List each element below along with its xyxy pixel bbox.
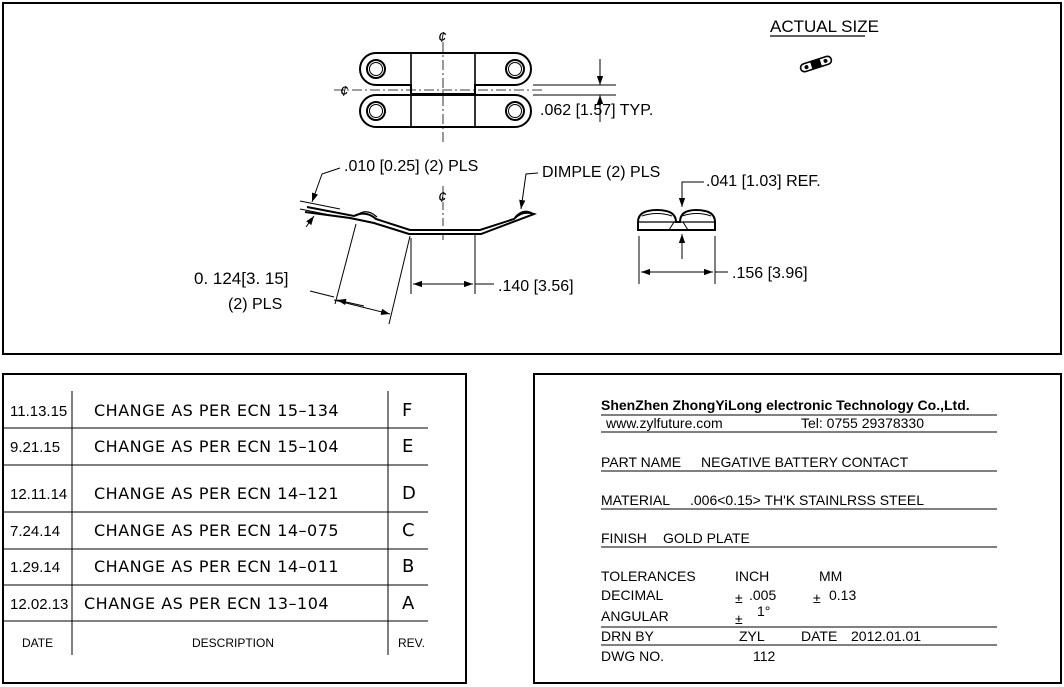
actual-size-part	[799, 55, 833, 73]
end-view	[637, 181, 728, 284]
actual-size-label: ACTUAL SIZE	[770, 17, 879, 36]
decimal-inch-value: .005	[749, 587, 776, 603]
revision-description: CHANGE AS PER ECN 13–104	[84, 594, 329, 613]
ref-dimension-label: .041 [1.03] REF.	[706, 173, 821, 190]
thickness-label: .062 [1.57] TYP.	[540, 102, 653, 119]
revision-description: CHANGE AS PER ECN 14–121	[94, 484, 339, 503]
part-name-value: NEGATIVE BATTERY CONTACT	[701, 454, 909, 470]
title-block: ShenZhen ZhongYiLong electronic Technolo…	[533, 373, 1062, 684]
revision-description: CHANGE AS PER ECN 14–011	[94, 557, 339, 576]
revision-letter: D	[402, 483, 416, 504]
dimple-height-label: .010 [0.25] (2) PLS	[344, 158, 478, 175]
technical-drawing: ACTUAL SIZE ¢	[194, 17, 879, 325]
revision-description: CHANGE AS PER ECN 14–075	[94, 521, 339, 540]
centerline-symbol-left: ¢	[340, 83, 348, 100]
company-name: ShenZhen ZhongYiLong electronic Technolo…	[601, 397, 970, 413]
website: www.zylfuture.com	[605, 415, 723, 431]
plus-minus-icon: ±	[735, 611, 743, 627]
inch-label: INCH	[735, 568, 769, 584]
part-name-label: PART NAME	[601, 454, 681, 470]
revision-table: 11.13.15 CHANGE AS PER ECN 15–134 F 9.21…	[2, 373, 467, 684]
finish-label: FINISH	[601, 530, 647, 546]
angular-label: ANGULAR	[601, 608, 669, 624]
revision-row: 7.24.14 CHANGE AS PER ECN 14–075 C	[10, 520, 415, 541]
overall-width-label: .156 [3.96]	[732, 265, 808, 282]
material-value: .006<0.15> TH'K STAINLRSS STEEL	[690, 492, 924, 508]
revision-letter: E	[402, 436, 413, 457]
revision-row: 12.02.13 CHANGE AS PER ECN 13–104 A	[10, 593, 415, 614]
header-description: DESCRIPTION	[192, 636, 274, 650]
thickness-dimension	[533, 59, 616, 122]
centerline-symbol-side: ¢	[438, 189, 446, 206]
decimal-mm-value: 0.13	[829, 587, 856, 603]
top-view	[334, 42, 544, 144]
material-label: MATERIAL	[601, 492, 670, 508]
date-label: DATE	[801, 628, 837, 644]
revision-description: CHANGE AS PER ECN 15–134	[94, 401, 339, 420]
drn-by-label: DRN BY	[601, 628, 655, 644]
revision-letter: C	[402, 520, 415, 541]
revision-description: CHANGE AS PER ECN 15–104	[94, 437, 339, 456]
drn-by-value: ZYL	[739, 628, 765, 644]
side-view	[299, 167, 539, 325]
revision-date: 11.13.15	[10, 403, 67, 420]
revision-letter: B	[402, 556, 414, 577]
revision-letter: A	[402, 593, 415, 614]
dwg-no-label: DWG NO.	[601, 648, 664, 664]
plus-minus-icon: ±	[813, 590, 821, 606]
revision-date: 9.21.15	[10, 439, 60, 456]
telephone: Tel: 0755 29378330	[801, 415, 924, 431]
header-date: DATE	[22, 636, 53, 650]
revision-date: 12.11.14	[10, 486, 67, 503]
centerline-symbol-top: ¢	[438, 29, 446, 46]
revision-letter: F	[402, 400, 412, 421]
title-block-grid: ShenZhen ZhongYiLong electronic Technolo…	[601, 397, 997, 664]
angular-value: 1°	[757, 603, 770, 619]
revision-row: 9.21.15 CHANGE AS PER ECN 15–104 E	[10, 436, 413, 457]
angle-dimension-sub: (2) PLS	[228, 296, 282, 313]
angle-dimension-label: 0. 124[3. 15]	[194, 269, 289, 288]
drawing-frame: ACTUAL SIZE ¢	[2, 2, 1062, 355]
header-rev: REV.	[398, 636, 425, 650]
plus-minus-icon: ±	[735, 590, 743, 606]
revision-row: 11.13.15 CHANGE AS PER ECN 15–134 F	[10, 400, 412, 421]
dimple-label: DIMPLE (2) PLS	[542, 164, 660, 181]
revision-date: 7.24.14	[10, 523, 60, 540]
center-width-label: .140 [3.56]	[498, 278, 574, 295]
finish-value: GOLD PLATE	[663, 530, 750, 546]
revision-date: 1.29.14	[10, 559, 60, 576]
revision-date: 12.02.13	[10, 596, 68, 613]
dwg-no-value: 112	[753, 648, 776, 664]
date-value: 2012.01.01	[851, 628, 921, 644]
revision-table-grid: 11.13.15 CHANGE AS PER ECN 15–134 F 9.21…	[4, 391, 428, 655]
revision-row: 1.29.14 CHANGE AS PER ECN 14–011 B	[10, 556, 414, 577]
mm-label: MM	[819, 568, 842, 584]
decimal-label: DECIMAL	[601, 587, 663, 603]
revision-row: 12.11.14 CHANGE AS PER ECN 14–121 D	[10, 483, 416, 504]
tolerances-label: TOLERANCES	[601, 568, 696, 584]
